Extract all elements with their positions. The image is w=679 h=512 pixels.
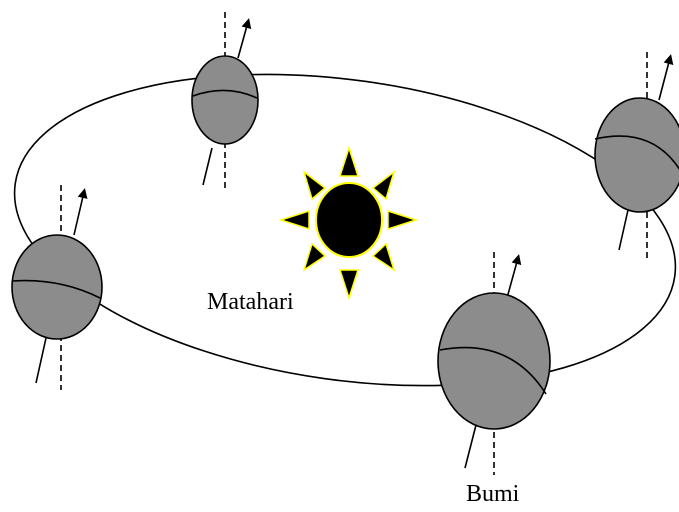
sun-disc [315,182,383,258]
earth-position-bottom [437,252,551,475]
sun [278,145,419,301]
earth-position-right [594,52,679,262]
earth-position-left [11,185,103,390]
orbit-path [13,73,677,387]
sun-rays [278,145,419,301]
earth-position-top [191,12,259,190]
sun-label: Matahari [207,289,294,315]
earth-label: Bumi [466,481,520,507]
